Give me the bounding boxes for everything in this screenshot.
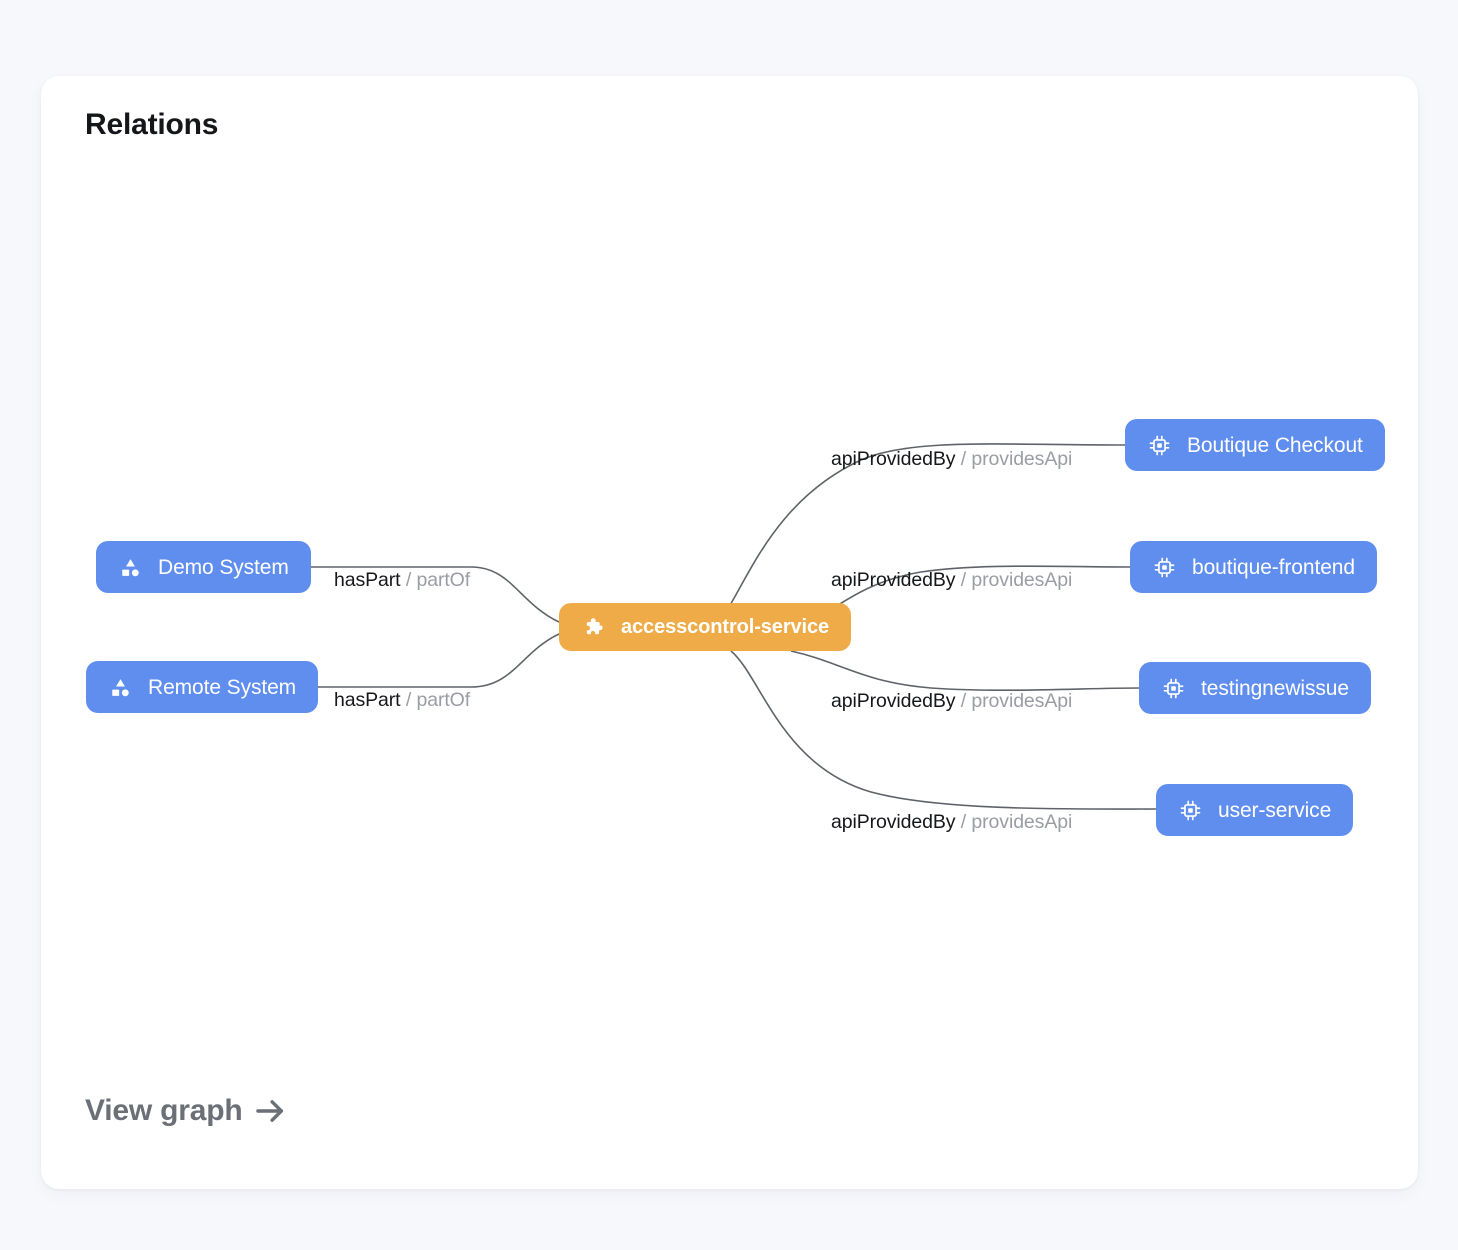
page-title: Relations <box>85 108 219 141</box>
cpu-chip-icon <box>1152 555 1176 579</box>
edge-label-reverse: providesApi <box>971 811 1073 833</box>
graph-edge-boutique-checkout <box>712 443 1126 628</box>
edge-label-forward: apiProvidedBy <box>831 811 956 833</box>
edge-label-reverse: providesApi <box>971 569 1073 591</box>
graph-node-label: user-service <box>1218 798 1332 822</box>
edge-label-separator: / <box>955 569 972 591</box>
edge-label-forward: apiProvidedBy <box>831 690 956 712</box>
shapes-icon <box>118 555 142 579</box>
puzzle-piece-icon <box>581 615 605 639</box>
edge-label-separator: / <box>400 689 417 711</box>
edge-label-separator: / <box>955 811 972 833</box>
graph-node-remote-system[interactable]: Remote System <box>86 661 319 713</box>
graph-edge-remote-system <box>300 633 560 688</box>
view-graph-label: View graph <box>85 1094 243 1127</box>
edge-label-reverse: providesApi <box>971 690 1073 712</box>
cpu-chip-icon <box>1161 676 1185 700</box>
graph-node-label: Demo System <box>158 555 289 579</box>
edge-label-forward: hasPart <box>334 569 401 591</box>
edge-label-separator: / <box>955 690 972 712</box>
relations-card: Relations accesscontrol-service Demo Syst… <box>41 76 1418 1189</box>
graph-node-label: accesscontrol-service <box>621 616 830 638</box>
shapes-icon <box>108 675 132 699</box>
edge-label-edge-user-service: apiProvidedBy / providesApi <box>831 811 1072 834</box>
graph-node-boutique-checkout[interactable]: Boutique Checkout <box>1125 419 1385 471</box>
edge-label-forward: apiProvidedBy <box>831 448 956 470</box>
graph-node-user-service[interactable]: user-service <box>1156 784 1354 836</box>
cpu-chip-icon <box>1147 433 1171 457</box>
graph-edge-demo-system <box>291 566 560 623</box>
edge-label-forward: apiProvidedBy <box>831 569 956 591</box>
arrow-right-icon <box>253 1094 287 1128</box>
graph-node-demo-system[interactable]: Demo System <box>96 541 311 593</box>
graph-node-boutique-frontend[interactable]: boutique-frontend <box>1130 541 1377 593</box>
edge-label-reverse: partOf <box>416 689 471 711</box>
edge-label-edge-boutique-checkout: apiProvidedBy / providesApi <box>831 448 1072 471</box>
edge-label-separator: / <box>955 448 972 470</box>
graph-edge-user-service <box>730 650 1157 810</box>
graph-node-testingnewissue[interactable]: testingnewissue <box>1139 662 1371 714</box>
edge-label-edge-remote-system: hasPart / partOf <box>334 689 470 712</box>
graph-node-accesscontrol-service[interactable]: accesscontrol-service <box>559 603 852 651</box>
view-graph-link[interactable]: View graph <box>85 1094 287 1128</box>
graph-node-label: Remote System <box>148 675 297 699</box>
graph-edge-testingnewissue <box>790 650 1140 692</box>
edge-label-forward: hasPart <box>334 689 401 711</box>
edge-label-reverse: providesApi <box>971 448 1073 470</box>
cpu-chip-icon <box>1178 798 1202 822</box>
edge-label-edge-testingnewissue: apiProvidedBy / providesApi <box>831 690 1072 713</box>
graph-node-label: testingnewissue <box>1201 676 1349 700</box>
edge-label-edge-boutique-frontend: apiProvidedBy / providesApi <box>831 569 1072 592</box>
edge-label-reverse: partOf <box>416 569 471 591</box>
edge-label-edge-demo-system: hasPart / partOf <box>334 569 470 592</box>
graph-node-label: boutique-frontend <box>1192 555 1355 579</box>
edge-label-separator: / <box>400 569 417 591</box>
graph-node-label: Boutique Checkout <box>1187 433 1363 457</box>
